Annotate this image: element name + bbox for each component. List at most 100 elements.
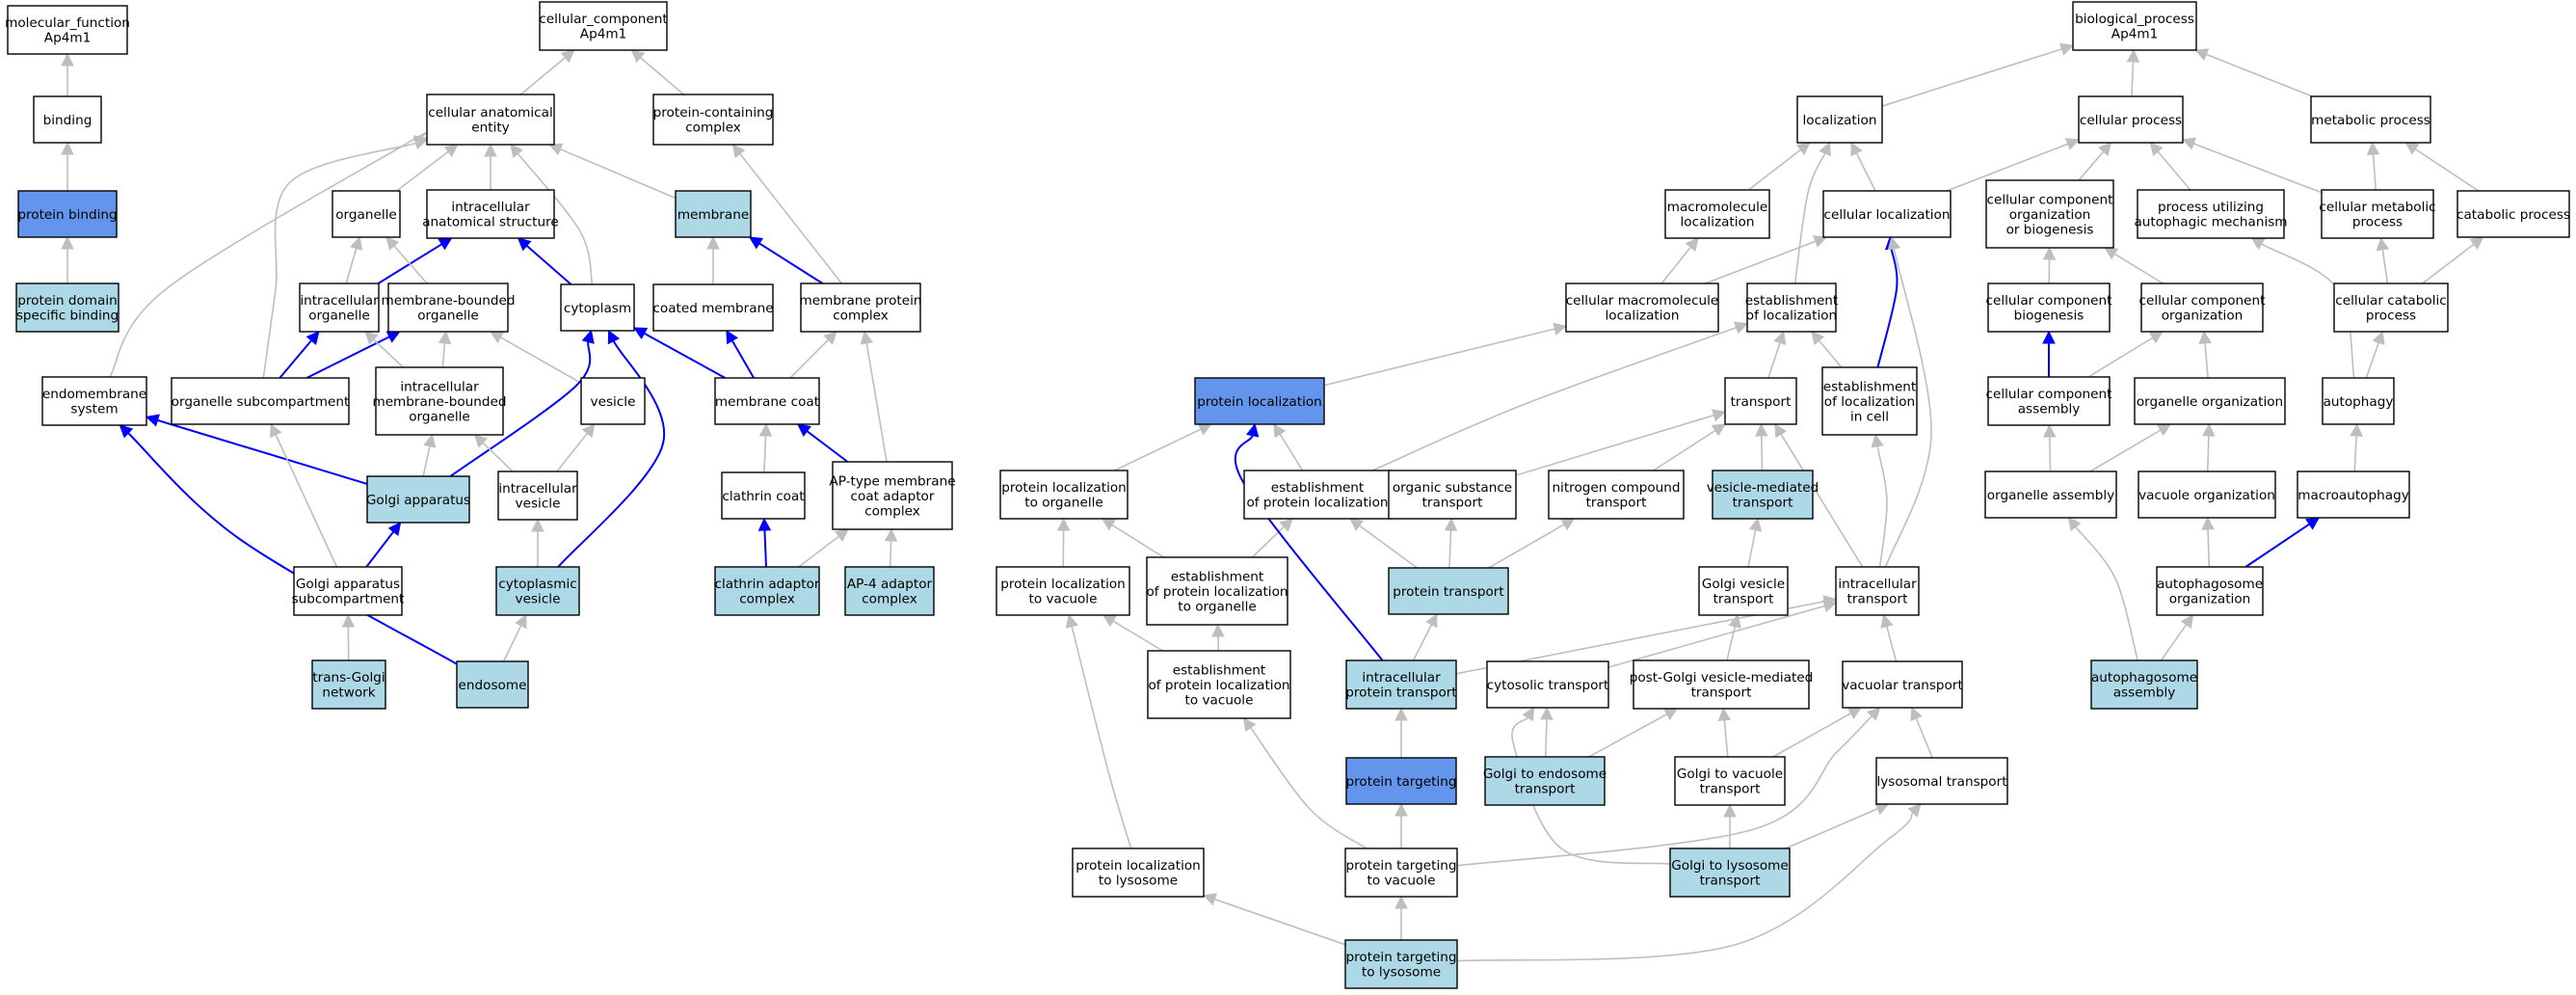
edge-line: [1876, 248, 1899, 368]
node-orgasm[interactable]: organelle assembly: [1984, 471, 2117, 519]
node-vactrans[interactable]: vacuolar transport: [1842, 660, 1963, 709]
edge-arrowhead: [796, 423, 811, 437]
node-lystrans[interactable]: lysosomal transport: [1875, 757, 2008, 805]
node-metproc[interactable]: metabolic process: [2310, 95, 2431, 144]
edge-pdsb-to-protbind: [61, 235, 74, 283]
node-orgsub[interactable]: organelle subcompartment: [171, 377, 350, 425]
node-vesicle[interactable]: vesicle: [580, 377, 646, 425]
node-vacorg[interactable]: vacuole organization: [2138, 471, 2276, 519]
node-coatedmem[interactable]: coated membrane: [652, 283, 774, 332]
node-membrane[interactable]: membrane: [675, 190, 752, 238]
node-protloc[interactable]: protein localization: [1194, 377, 1325, 425]
node-prottrans[interactable]: protein transport: [1388, 567, 1509, 615]
node-catab[interactable]: catabolic process: [2456, 190, 2570, 238]
node-localization[interactable]: localization: [1796, 95, 1883, 144]
edge-aptype-to-mpc: [860, 330, 888, 463]
node-label-line: AP-4 adaptor: [847, 577, 933, 592]
edge-arrowhead: [413, 137, 429, 150]
edge-line: [1234, 435, 1384, 661]
node-protbind[interactable]: protein binding: [17, 190, 118, 238]
node-golgi[interactable]: Golgi apparatus: [366, 475, 470, 524]
node-cellloc[interactable]: cellular localization: [1822, 190, 1952, 238]
node-macroauto[interactable]: macroautophagy: [2297, 471, 2410, 519]
edge-pgvmt-to-golgives: [1726, 613, 1741, 661]
node-cytoplasm[interactable]: cytoplasm: [560, 283, 635, 332]
edge-prottarg-to-ipt: [1394, 707, 1408, 758]
node-endosome[interactable]: endosome: [456, 660, 529, 709]
node-label-line: establishment: [1823, 379, 1917, 394]
edge-arrowhead: [823, 331, 837, 345]
edge-orgasm-to-orgorg: [2089, 423, 2172, 472]
edge-line: [2422, 243, 2475, 284]
node-transport[interactable]: transport: [1724, 377, 1797, 425]
node-binding[interactable]: binding: [33, 95, 102, 144]
node-box: [171, 377, 350, 425]
node-memcoat[interactable]: membrane coat: [714, 377, 820, 425]
node-orgorg[interactable]: organelle organization: [2134, 377, 2286, 425]
node-label-line: process: [2352, 215, 2403, 230]
node-box: [2078, 95, 2184, 144]
node-autophagy[interactable]: autophagy: [2322, 377, 2395, 425]
edge-intves-to-imbo: [473, 434, 514, 472]
node-label-line: organelle: [409, 409, 470, 424]
node-label-line: transport: [1733, 496, 1793, 511]
node-prottarg[interactable]: protein targeting: [1345, 757, 1457, 805]
node-cytotrans[interactable]: cytosolic transport: [1486, 660, 1609, 709]
node-organelle[interactable]: organelle: [332, 190, 401, 238]
edge-arrowhead: [2098, 142, 2112, 156]
node-clathcoat[interactable]: clathrin coat: [721, 471, 806, 520]
node-box: [1987, 376, 2111, 426]
node-cellproc[interactable]: cellular process: [2078, 95, 2184, 144]
